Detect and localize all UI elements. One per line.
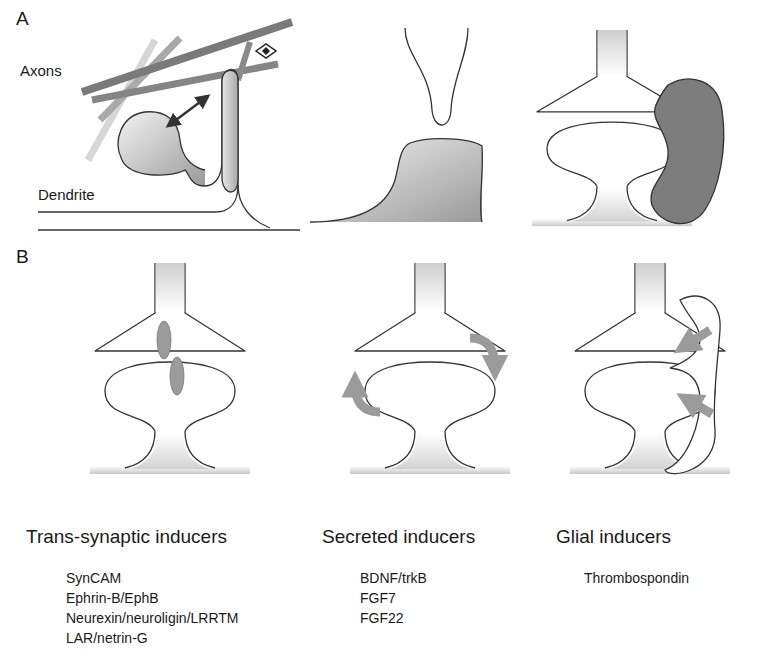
- axon-terminal-and-spine: [310, 28, 482, 222]
- inducer-name: FGF22: [360, 610, 404, 626]
- trans-synaptic-synapse: [90, 263, 250, 474]
- tripartite-synapse: [532, 30, 724, 226]
- axon-label: Axons: [20, 62, 62, 79]
- group-heading: Secreted inducers: [322, 526, 475, 548]
- inducer-name: Thrombospondin: [584, 570, 689, 586]
- panel-letter: B: [16, 246, 29, 268]
- inducer-name: FGF7: [360, 590, 396, 606]
- inducer-name: LAR/netrin-G: [66, 630, 148, 646]
- axons: [82, 22, 292, 160]
- inducer-name: Neurexin/neuroligin/LRRTM: [66, 610, 238, 626]
- group-heading: Trans-synaptic inducers: [26, 526, 227, 548]
- glial-synapse: [570, 263, 730, 474]
- dendrite-label: Dendrite: [38, 186, 95, 203]
- group-heading: Glial inducers: [556, 526, 671, 548]
- secreted-synapse: [350, 263, 510, 474]
- inducer-name: BDNF/trkB: [360, 570, 427, 586]
- inducer-name: SynCAM: [66, 570, 121, 586]
- dendrite: [38, 70, 300, 231]
- inducer-name: Ephrin-B/EphB: [66, 590, 159, 606]
- panel-letter: A: [16, 8, 29, 30]
